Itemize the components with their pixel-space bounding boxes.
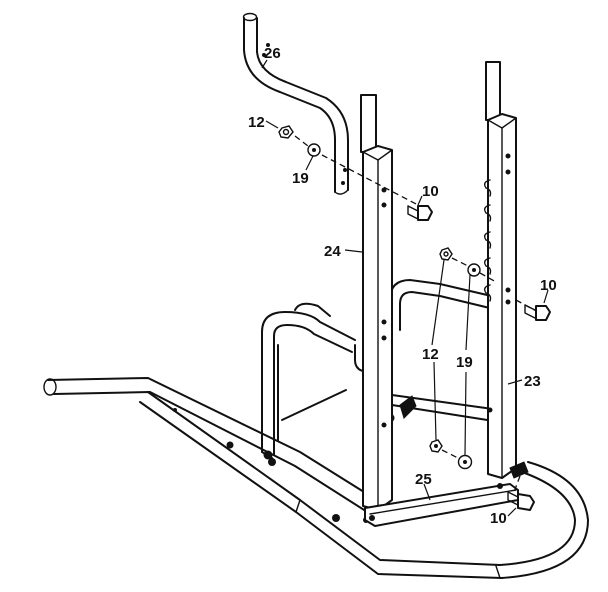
post-24	[360, 94, 393, 511]
label-part-26: 26	[264, 45, 281, 62]
label-part-23: 23	[524, 373, 541, 390]
label-part-10-bottom: 10	[490, 510, 507, 527]
callout-labels: 26 12 19 10 24 10 12 19 23 25 10	[248, 45, 557, 527]
label-part-24: 24	[324, 243, 341, 260]
leader-lines	[261, 59, 549, 517]
label-part-19-mid: 19	[456, 354, 473, 371]
label-part-19-top: 19	[292, 170, 309, 187]
middle-fastener-set	[429, 247, 551, 511]
label-part-12-mid: 12	[422, 346, 439, 363]
label-part-12-top: 12	[248, 114, 265, 131]
lower-u-tube	[261, 302, 356, 460]
base-frame	[43, 377, 589, 579]
label-part-25: 25	[415, 471, 432, 488]
post-23	[483, 61, 517, 479]
top-fastener-set	[278, 125, 433, 221]
label-part-10-right: 10	[540, 277, 557, 294]
label-part-10-top: 10	[422, 183, 439, 200]
handle-26	[242, 12, 349, 195]
